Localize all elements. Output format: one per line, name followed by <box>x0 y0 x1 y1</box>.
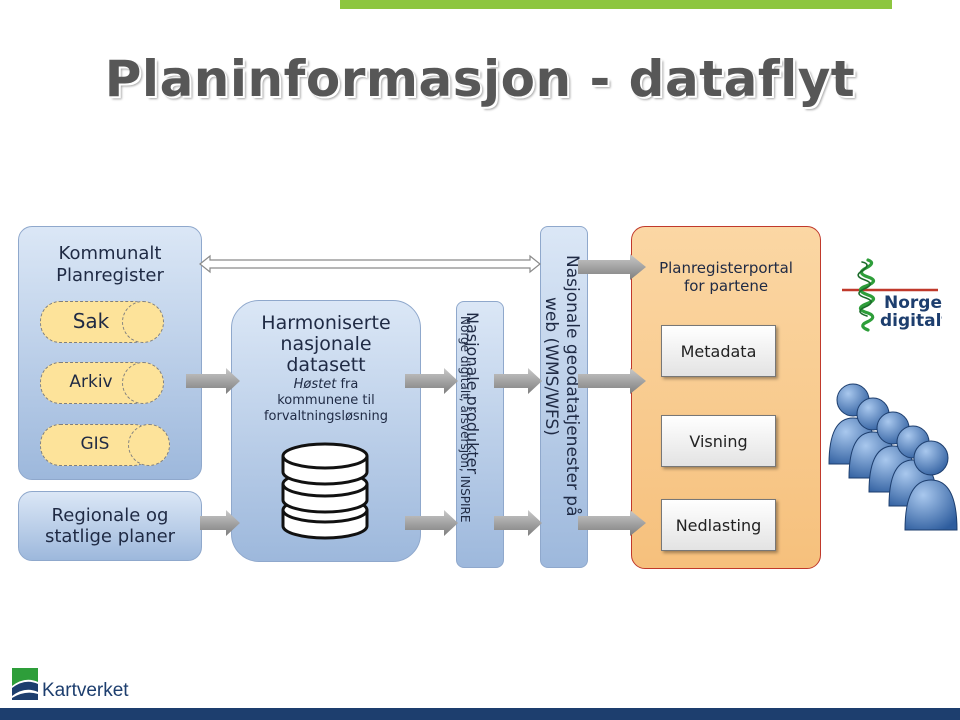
double-arrow <box>199 254 541 274</box>
nedlasting-button[interactable]: Nedlasting <box>661 499 776 551</box>
harmonised-sub3: forvaltningsløsning <box>263 409 389 424</box>
arrow-harmonised-to-products-2 <box>405 510 458 536</box>
harmonised-line2: nasjonale <box>280 333 372 355</box>
metadata-button[interactable]: Metadata <box>661 325 776 377</box>
arrow-arkiv-to-harmonised <box>186 368 240 394</box>
harmonised-sub2: kommunene til <box>277 393 375 408</box>
geoservices-line2: web (WMS/WFS) <box>541 297 561 436</box>
geoservices-line1: Nasjonale geodatatjenester på <box>562 255 582 517</box>
arrow-services-to-portal-2 <box>578 368 646 394</box>
regional-line1: Regionale og <box>51 505 169 526</box>
arrow-products-to-services-1 <box>494 368 542 394</box>
arrow-regional-to-harmonised <box>200 510 240 536</box>
arrow-services-to-portal-3 <box>578 510 646 536</box>
regional-line2: statlige planer <box>44 526 176 547</box>
database-icon <box>281 442 369 540</box>
arrow-harmonised-to-products-1 <box>405 368 458 394</box>
footer-bar <box>0 708 960 720</box>
pill-arkiv-label: Arkiv <box>69 372 113 392</box>
kartverket-logo-icon <box>12 668 38 700</box>
digitalt-text: digitalt <box>880 311 942 331</box>
users-group-icon <box>828 383 958 531</box>
harvested-rest: fra <box>336 377 359 392</box>
norge-text: Norge <box>884 293 942 313</box>
portal-line1: Planregisterportal <box>659 259 793 277</box>
national-products-line2: Norge digitalt, årsversjon, INSPIRE <box>458 316 472 523</box>
harmonised-line3: datasett <box>286 354 366 376</box>
municipal-title-line1: Kommunalt <box>58 243 162 264</box>
harmonised-line1: Harmoniserte <box>261 312 391 334</box>
pill-gis-label: GIS <box>80 434 110 454</box>
norge-digitalt-logo: Norge digitalt <box>842 258 942 332</box>
arrow-products-to-services-2 <box>494 510 542 536</box>
geoservices-panel: Nasjonale geodatatjenester på web (WMS/W… <box>540 226 588 568</box>
harvested-italic: Høstet <box>293 377 337 392</box>
pill-arkiv-cap <box>122 362 164 404</box>
pill-gis-cap <box>128 424 170 466</box>
pill-sak-cap <box>122 301 164 343</box>
top-accent-bar <box>340 0 892 9</box>
page-title: Planinformasjon - dataflyt <box>104 50 856 108</box>
arrow-services-to-portal-1 <box>578 254 646 280</box>
pill-sak-label: Sak <box>72 309 110 333</box>
national-products-line1: Nasjonale produkter <box>463 312 482 475</box>
kartverket-logo-text: Kartverket <box>42 680 129 701</box>
portal-line2: for partene <box>683 277 769 295</box>
municipal-title-line2: Planregister <box>56 265 164 286</box>
visning-button[interactable]: Visning <box>661 415 776 467</box>
